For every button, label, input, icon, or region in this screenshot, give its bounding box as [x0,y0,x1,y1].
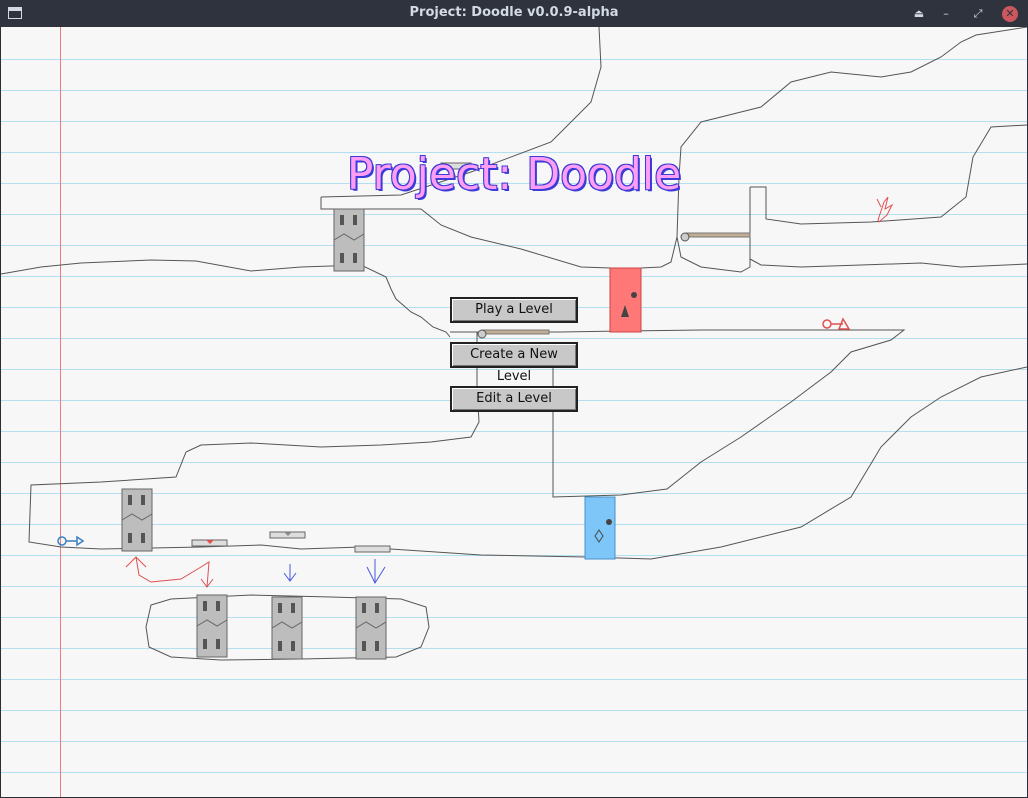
notebook-margin-line [60,27,61,797]
lower-chamber-outline [145,594,430,661]
title-bar[interactable]: Project: Doodle v0.0.9-alpha ⏏ – ⤢ ✕ [0,0,1028,27]
minimize-icon[interactable]: – [943,7,949,20]
red-key-icon [822,317,851,330]
blue-key-icon [57,535,85,547]
game-logo: Project: Doodle [346,149,682,200]
eject-icon[interactable]: ⏏ [913,7,925,20]
electric-door-icon [121,208,387,660]
firebird-icon [876,196,894,223]
wooden-bridge [482,329,550,335]
button-icon [191,162,472,553]
ground-line-upper [1,259,451,338]
create-level-button[interactable]: Create a New Level [450,342,578,384]
edit-level-button[interactable]: Edit a Level [450,386,578,412]
window-title: Project: Doodle v0.0.9-alpha [409,5,619,20]
ground-line-right-upper [750,124,1027,225]
red-door-icon [609,267,642,333]
app-window-icon [8,7,22,19]
level-drawing [1,27,1027,661]
wooden-bridge [685,232,751,238]
blue-door-icon [584,496,616,560]
restore-icon[interactable]: ⤢ [973,7,983,20]
play-level-button[interactable]: Play a Level [450,297,578,323]
close-icon[interactable]: ✕ [1002,6,1018,22]
level-canvas[interactable]: Project: Doodle Play a Level Create a Ne… [1,27,1027,797]
